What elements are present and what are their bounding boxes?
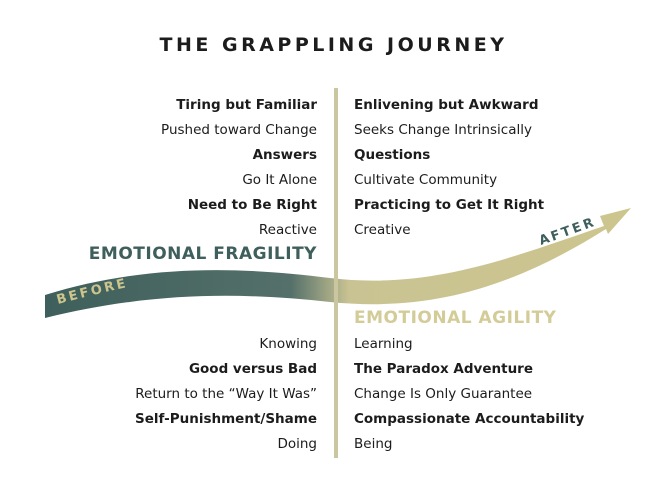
emotional-agility-heading: EMOTIONAL AGILITY — [354, 308, 557, 328]
list-item: Doing — [277, 436, 317, 452]
list-item: Self-Punishment/Shame — [134, 411, 317, 427]
list-item: Knowing — [259, 336, 317, 352]
list-item: Need to Be Right — [187, 197, 317, 213]
list-item: Cultivate Community — [354, 172, 498, 188]
center-divider — [334, 88, 338, 458]
list-item: Practicing to Get It Right — [354, 197, 545, 213]
list-item: Return to the “Way It Was” — [135, 386, 317, 402]
list-item: Good versus Bad — [188, 361, 317, 377]
list-item: Go It Alone — [242, 172, 317, 188]
list-item: Creative — [354, 222, 411, 238]
agility-top-list: Enlivening but Awkward Seeks Change Intr… — [354, 93, 544, 243]
arrow-body — [45, 208, 631, 318]
emotional-fragility-heading: EMOTIONAL FRAGILITY — [88, 244, 317, 264]
list-item: Seeks Change Intrinsically — [354, 122, 532, 138]
list-item: Pushed toward Change — [161, 122, 317, 138]
list-item: Answers — [252, 147, 317, 163]
list-item: The Paradox Adventure — [354, 361, 533, 377]
list-item: Enlivening but Awkward — [354, 97, 539, 113]
fragility-top-list: Tiring but Familiar Pushed toward Change… — [161, 93, 317, 243]
list-item: Compassionate Accountability — [354, 411, 585, 427]
list-item: Questions — [354, 147, 431, 163]
list-item: Reactive — [258, 222, 317, 238]
diagram-title: THE GRAPPLING JOURNEY — [159, 34, 508, 56]
list-item: Being — [354, 436, 393, 452]
fragility-bottom-list: Knowing Good versus Bad Return to the “W… — [135, 332, 317, 457]
list-item: Tiring but Familiar — [176, 97, 317, 113]
list-item: Change Is Only Guarantee — [354, 386, 533, 402]
list-item: Learning — [354, 336, 413, 352]
agility-bottom-list: Learning The Paradox Adventure Change Is… — [354, 332, 584, 457]
